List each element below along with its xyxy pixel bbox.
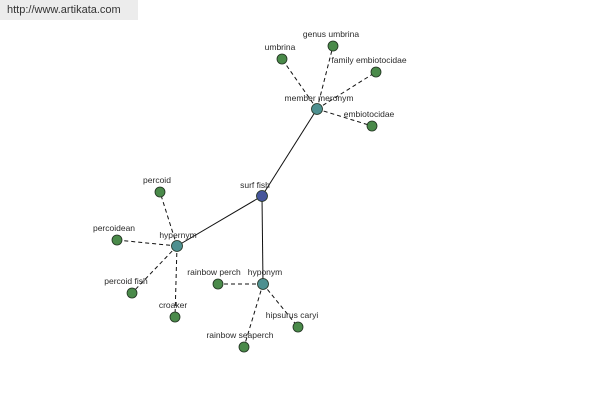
edge-surf-fish-hypernym	[176, 195, 263, 247]
label-croaker[interactable]: croaker	[159, 300, 188, 310]
label-hypernym[interactable]: hypernym	[159, 230, 196, 240]
label-percoid[interactable]: percoid	[143, 175, 171, 185]
source-url-banner[interactable]: http://www.artikata.com	[0, 0, 138, 20]
node-member-meronym[interactable]	[311, 103, 323, 115]
label-embiotocidae[interactable]: embiotocidae	[344, 109, 395, 119]
labels-layer: surf fish member meronym hypernym hyponym um…	[93, 29, 407, 340]
edge-surf-fish-member-meronym	[261, 108, 318, 197]
label-rainbow-seaperch[interactable]: rainbow seaperch	[206, 330, 273, 340]
node-hyponym[interactable]	[257, 278, 269, 290]
label-hyponym[interactable]: hyponym	[248, 267, 283, 277]
edge-surf-fish-hyponym	[261, 195, 264, 285]
label-rainbow-perch[interactable]: rainbow perch	[187, 267, 241, 277]
edges-layer	[116, 45, 377, 348]
node-genus-umbrina[interactable]	[327, 40, 339, 52]
edge-hyponym-hipsurus-caryi	[262, 283, 299, 328]
node-hipsurus-caryi[interactable]	[292, 321, 304, 333]
label-member-meronym[interactable]: member meronym	[285, 93, 354, 103]
node-percoid-fish[interactable]	[126, 287, 138, 299]
node-surf-fish[interactable]	[256, 190, 268, 202]
edge-hypernym-croaker	[174, 245, 178, 318]
edge-hyponym-rainbow-seaperch	[243, 283, 264, 348]
label-umbrina[interactable]: umbrina	[265, 42, 296, 52]
label-hipsurus-caryi[interactable]: hipsurus caryi	[266, 310, 319, 320]
label-percoid-fish[interactable]: percoid fish	[104, 276, 148, 286]
edge-hypernym-percoid	[159, 191, 178, 247]
node-percoidean[interactable]	[111, 234, 123, 246]
label-family-embiotocidae[interactable]: family embiotocidae	[331, 55, 406, 65]
edge-member-meronym-embiotocidae	[316, 108, 373, 127]
label-percoidean[interactable]: percoidean	[93, 223, 135, 233]
node-embiotocidae[interactable]	[366, 120, 378, 132]
edge-member-meronym-umbrina	[281, 58, 318, 110]
node-croaker[interactable]	[169, 311, 181, 323]
node-percoid[interactable]	[154, 186, 166, 198]
label-genus-umbrina[interactable]: genus umbrina	[303, 29, 360, 39]
nodes-layer	[111, 40, 382, 353]
node-rainbow-seaperch[interactable]	[238, 341, 250, 353]
node-umbrina[interactable]	[276, 53, 288, 65]
edge-member-meronym-genus-umbrina	[316, 45, 334, 110]
edge-hypernym-percoid-fish	[131, 245, 178, 294]
label-surf-fish[interactable]: surf fish	[240, 180, 270, 190]
node-family-embiotocidae[interactable]	[370, 66, 382, 78]
edge-member-meronym-family-embiotocidae	[316, 71, 377, 110]
node-rainbow-perch[interactable]	[212, 278, 224, 290]
edge-hypernym-percoidean	[116, 239, 178, 247]
node-hypernym[interactable]	[171, 240, 183, 252]
